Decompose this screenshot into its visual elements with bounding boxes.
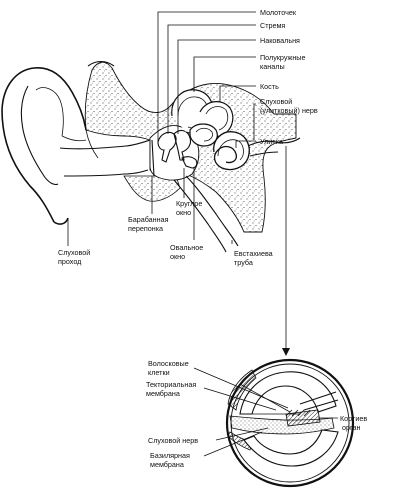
- label-auditory-nerve-1: Слуховой: [260, 97, 292, 106]
- cochlea-cross-section: [225, 358, 355, 488]
- label-corti-2: орган: [342, 423, 360, 432]
- eustachian-tube: [173, 175, 239, 253]
- label-stirrup: Стремя: [260, 21, 285, 30]
- label-basilar-2: мембрана: [150, 460, 184, 469]
- label-eardrum-1: Барабанная: [128, 215, 169, 224]
- label-basilar-1: Базилярная: [150, 451, 190, 460]
- label-ear-canal-2: проход: [58, 257, 82, 266]
- anvil-bone: [173, 129, 192, 161]
- label-round-window-2: окно: [176, 208, 191, 217]
- label-hammer: Молоточек: [260, 8, 297, 17]
- label-oval-window-2: окно: [170, 252, 185, 261]
- label-bone: Кость: [260, 82, 279, 91]
- label-tectorial-2: мембрана: [146, 389, 180, 398]
- label-tectorial-1: Текториальная: [146, 380, 196, 389]
- label-semicircular-1: Полукружные: [260, 53, 305, 62]
- ear-canal: [59, 139, 151, 246]
- label-eardrum-2: перепонка: [128, 224, 163, 233]
- label-ear-canal-1: Слуховой: [58, 248, 90, 257]
- label-round-window-1: Круглое: [176, 199, 202, 208]
- label-eustachian-1: Евстахиева: [234, 249, 273, 258]
- detail-leaders: [193, 367, 338, 457]
- middle-ear: [149, 125, 200, 181]
- semicircular-canals: [171, 89, 234, 147]
- label-cochlea: Улитка: [260, 137, 283, 146]
- bottom-leaders: [151, 146, 290, 356]
- label-auditory-nerve-2: (улитковый) нерв: [260, 106, 318, 115]
- label-semicircular-2: каналы: [260, 62, 285, 71]
- label-corti-1: Кортиев: [340, 414, 367, 423]
- eardrum: [151, 139, 155, 177]
- labels: Молоточек Стремя Наковальня Полукружные …: [58, 8, 367, 469]
- label-anvil: Наковальня: [260, 36, 300, 45]
- top-leaders: [157, 11, 256, 148]
- label-hair-cells-1: Волосковые: [148, 359, 189, 368]
- label-hair-cells-2: клетки: [148, 368, 170, 377]
- label-eustachian-2: труба: [234, 258, 253, 267]
- label-oval-window-1: Овальное: [170, 243, 203, 252]
- outer-ear: [1, 60, 115, 225]
- hammer-bone: [157, 131, 177, 163]
- stirrup-bone: [181, 156, 198, 169]
- label-detail-nerve: Слуховой нерв: [148, 436, 198, 445]
